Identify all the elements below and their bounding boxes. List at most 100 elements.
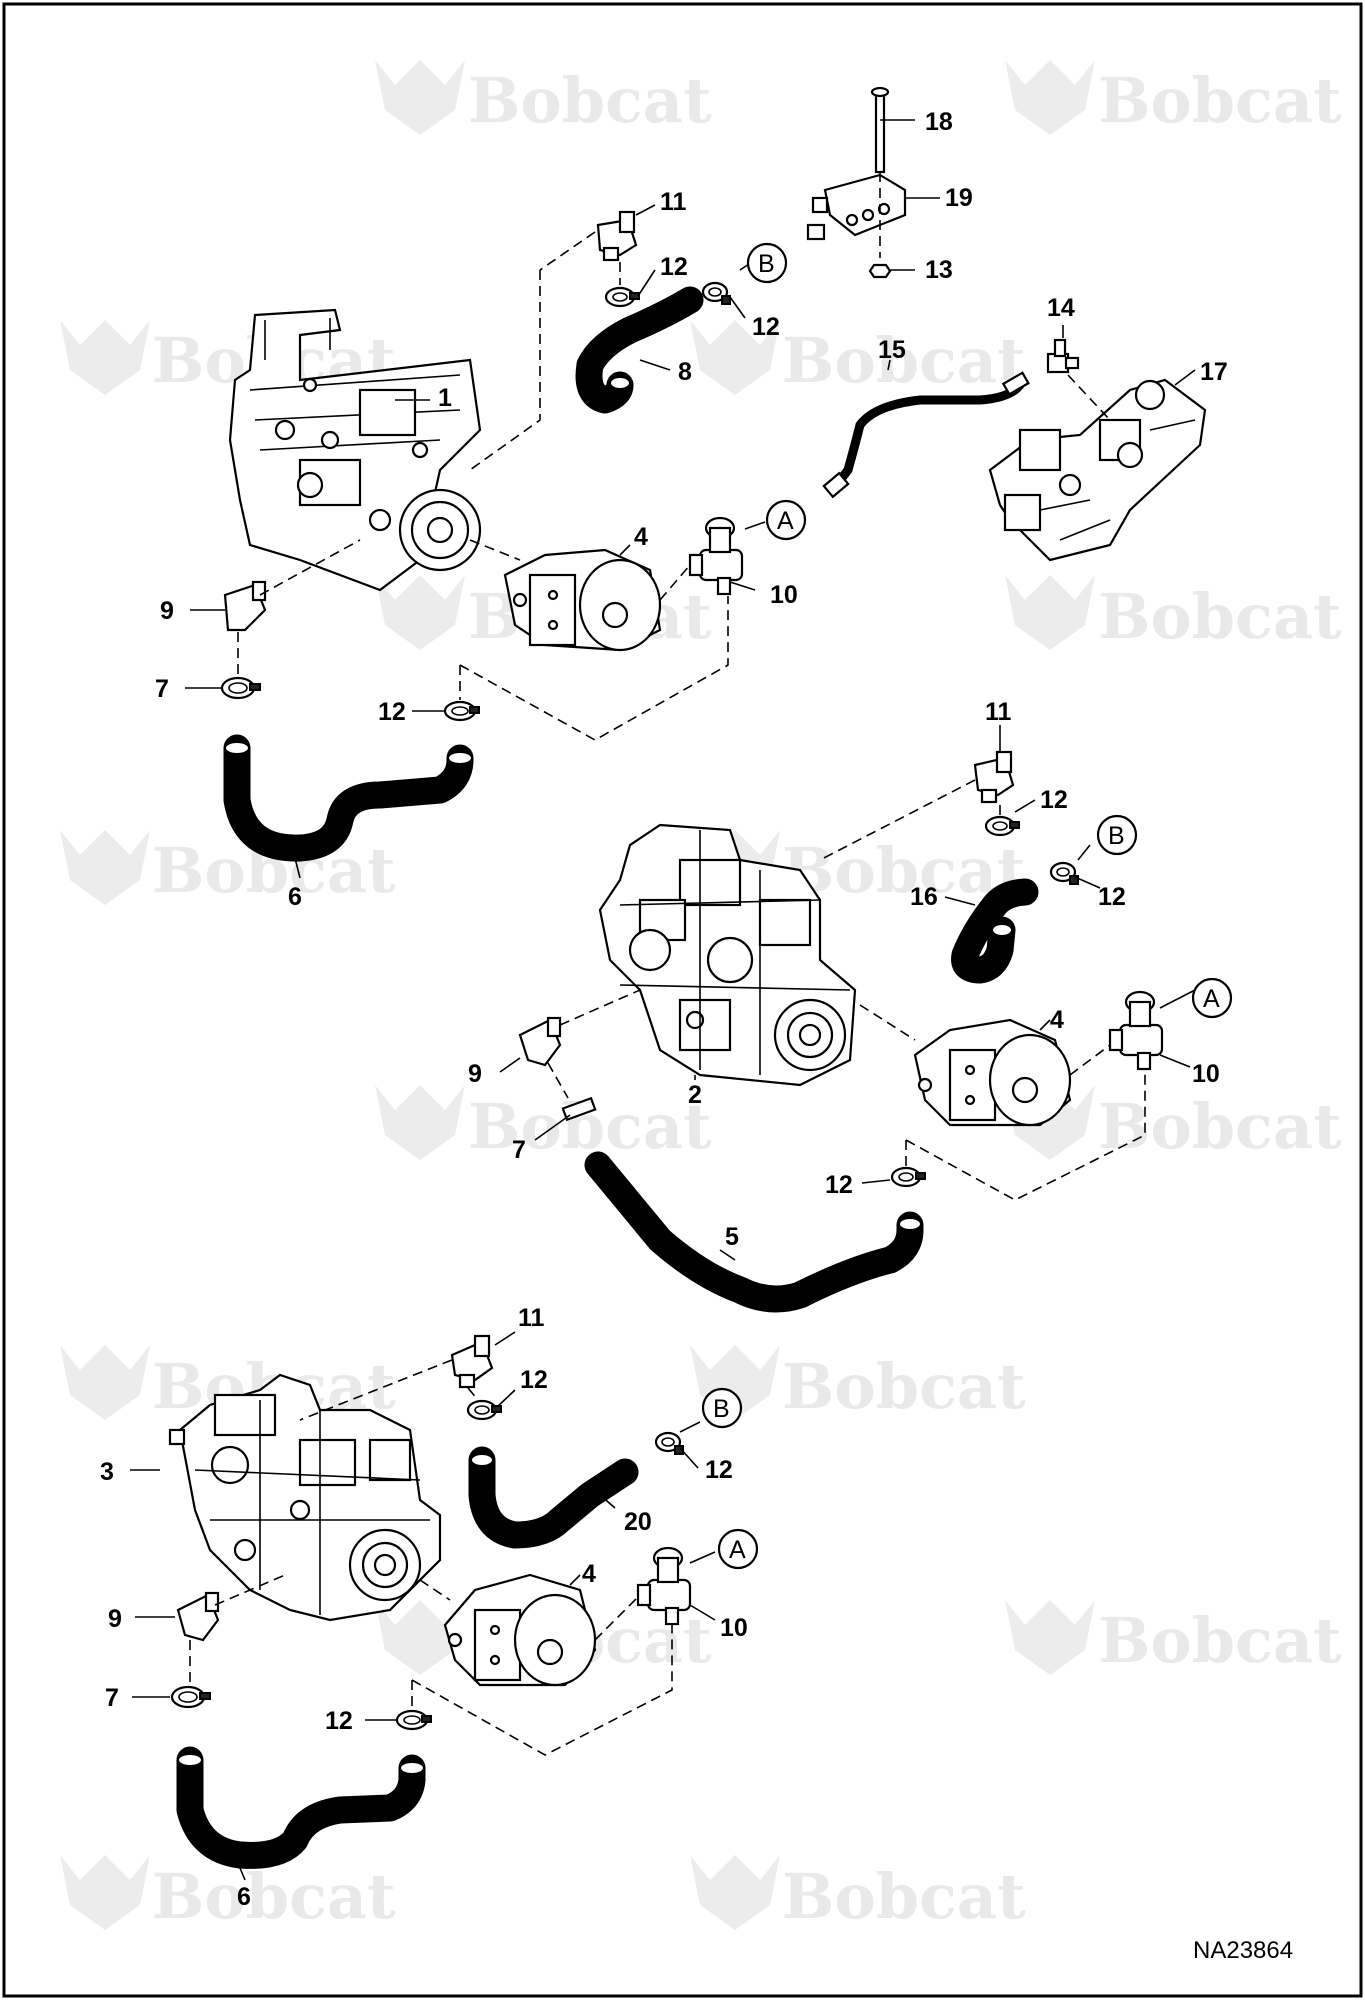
elbow-fitting-11-bottom bbox=[450, 1334, 494, 1389]
dash-line-top-6 bbox=[459, 596, 729, 741]
ref-a-label: A bbox=[777, 507, 794, 535]
hose-20 bbox=[468, 1446, 639, 1549]
callout-12-top-b: 12 bbox=[752, 313, 780, 341]
bobcat-logo-icon bbox=[690, 1855, 780, 1930]
elbow-fitting-9-bottom bbox=[176, 1591, 220, 1642]
watermark-10: Bobcat bbox=[1005, 1085, 1342, 1163]
dash-line-mid-4 bbox=[547, 1062, 569, 1099]
dash-line-top-2 bbox=[539, 231, 596, 271]
hose-clamp-12-top-b bbox=[701, 281, 731, 305]
ref-b-label: B bbox=[1108, 822, 1125, 850]
dash-line-top-4 bbox=[259, 539, 361, 596]
gear-motor-4-top bbox=[503, 548, 662, 652]
callout-9-bottom: 9 bbox=[108, 1605, 122, 1633]
bobcat-logo-icon bbox=[375, 1085, 465, 1160]
watermark-6: Bobcat bbox=[1005, 575, 1342, 653]
callout-4-top: 4 bbox=[634, 523, 648, 551]
hose-6-bottom bbox=[176, 1746, 426, 1869]
callout-4-middle: 4 bbox=[1050, 1006, 1064, 1034]
bobcat-logo-icon bbox=[690, 320, 780, 395]
hose-16 bbox=[951, 878, 1039, 984]
ref-circle-a-top: A bbox=[765, 499, 807, 541]
tee-fitting-10-top bbox=[688, 516, 744, 596]
hose-clamp-12-top-low bbox=[443, 700, 480, 722]
bolt-18 bbox=[870, 86, 890, 174]
callout-14: 14 bbox=[1047, 294, 1075, 322]
callout-10-bottom: 10 bbox=[720, 1614, 748, 1642]
dash-line-mid-5 bbox=[859, 1004, 916, 1041]
ref-circle-a-middle: A bbox=[1191, 977, 1233, 1019]
dash-line-top-11 bbox=[1067, 374, 1111, 421]
callout-10-top: 10 bbox=[770, 581, 798, 609]
tee-fitting-10-bottom bbox=[636, 1546, 692, 1626]
watermark-1: Bobcat bbox=[375, 60, 712, 137]
callout-9-top: 9 bbox=[160, 597, 174, 625]
watermark-15: Bobcat bbox=[60, 1855, 396, 1933]
callout-12-bottom-c: 12 bbox=[325, 1707, 353, 1735]
callout-4-bottom: 4 bbox=[582, 1560, 596, 1588]
watermark-4: Bobcat bbox=[690, 320, 1026, 397]
ref-circle-b-top: B bbox=[746, 242, 788, 284]
watermark-2: Bobcat bbox=[1005, 60, 1342, 137]
dash-line-top-8 bbox=[469, 539, 521, 561]
callout-20: 20 bbox=[624, 1508, 652, 1536]
elbow-fitting-9-middle bbox=[518, 1016, 562, 1067]
control-valve-17 bbox=[988, 378, 1207, 562]
drawing-code: NA23864 bbox=[1193, 1937, 1293, 1964]
dash-line-bot-5 bbox=[419, 1579, 451, 1601]
watermark-7: Bobcat bbox=[60, 830, 396, 907]
callout-5: 5 bbox=[725, 1223, 739, 1251]
callout-12-top-c: 12 bbox=[378, 698, 406, 726]
callout-3: 3 bbox=[100, 1458, 114, 1486]
ref-b-label: B bbox=[713, 1395, 730, 1423]
callout-12-middle-a: 12 bbox=[1040, 786, 1068, 814]
bobcat-logo-icon bbox=[375, 60, 465, 135]
hose-clamp-7-top bbox=[220, 676, 261, 700]
bobcat-logo-icon bbox=[1005, 575, 1095, 650]
hose-6-top bbox=[223, 734, 474, 862]
callout-9-middle: 9 bbox=[468, 1060, 482, 1088]
bobcat-logo-icon bbox=[60, 830, 150, 905]
watermark-text: Bobcat bbox=[1098, 64, 1342, 137]
watermark-14: Bobcat bbox=[1005, 1600, 1342, 1677]
dash-line-top-1 bbox=[469, 270, 541, 471]
bobcat-logo-icon bbox=[1005, 60, 1095, 135]
bobcat-logo-icon bbox=[375, 575, 465, 650]
callout-12-middle-c: 12 bbox=[825, 1171, 853, 1199]
dash-line-bot-2 bbox=[467, 1387, 479, 1401]
dash-line-mid-6 bbox=[1069, 1044, 1111, 1076]
ref-circle-b-bottom: B bbox=[701, 1387, 743, 1429]
tee-fitting-10-middle bbox=[1108, 990, 1164, 1071]
watermark-text: Bobcat bbox=[782, 1860, 1026, 1933]
callout-11-top: 11 bbox=[660, 188, 687, 216]
callout-11-bottom: 11 bbox=[518, 1304, 545, 1332]
dash-line-bot-6 bbox=[594, 1594, 641, 1641]
callout-13: 13 bbox=[925, 256, 953, 284]
watermark-16: Bobcat bbox=[690, 1855, 1026, 1933]
callout-2: 2 bbox=[688, 1081, 702, 1109]
callout-12-bottom-b: 12 bbox=[705, 1456, 733, 1484]
callout-6-top: 6 bbox=[288, 883, 302, 911]
bobcat-logo-icon bbox=[1005, 1600, 1095, 1675]
nut-13 bbox=[868, 263, 892, 279]
fitting-14 bbox=[1046, 338, 1080, 374]
watermark-group: Bobcat Bobcat Bobcat Bobcat Bobcat Bobca… bbox=[60, 60, 1342, 1933]
hose-clamp-12-bottom-c bbox=[395, 1709, 432, 1731]
hose-clamp-7-middle bbox=[561, 1096, 597, 1122]
callout-7-top: 7 bbox=[155, 675, 169, 703]
watermark-text: Bobcat bbox=[468, 64, 712, 137]
section-bottom: 11 12 12 20 3 4 10 9 7 12 6 B A bbox=[100, 1304, 759, 1911]
section-top: 1 11 12 12 8 18 19 13 14 15 17 4 10 9 7 … bbox=[155, 86, 1228, 911]
bobcat-logo-icon bbox=[1005, 1085, 1095, 1160]
watermark-text: Bobcat bbox=[782, 324, 1026, 397]
ref-a-label: A bbox=[1203, 985, 1220, 1013]
watermark-text: Bobcat bbox=[152, 1860, 396, 1933]
hose-clamp-12-top-a bbox=[604, 286, 640, 308]
watermark-text: Bobcat bbox=[1098, 1090, 1342, 1163]
hose-clamp-12-middle-a bbox=[984, 815, 1020, 837]
dash-line-bot-1 bbox=[299, 1359, 453, 1421]
bobcat-logo-icon bbox=[375, 1600, 465, 1675]
ref-circle-b-middle: B bbox=[1096, 814, 1138, 856]
